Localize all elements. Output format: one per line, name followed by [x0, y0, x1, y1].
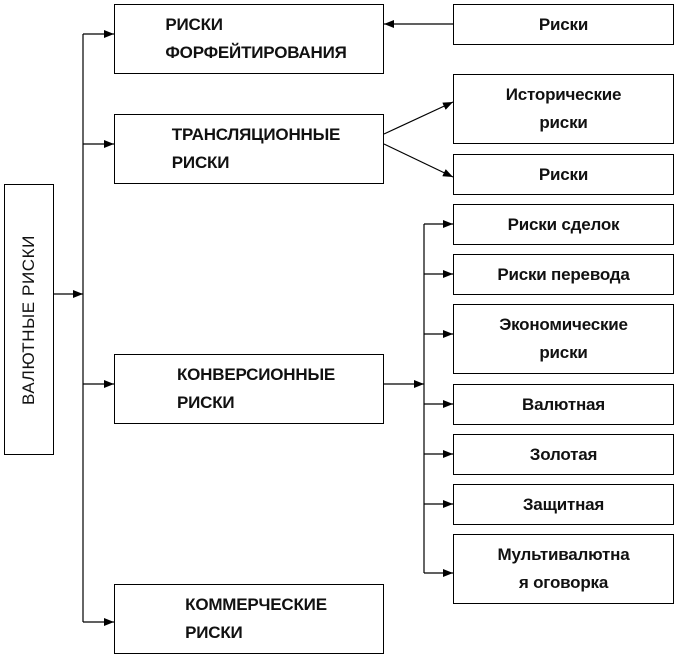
- leaf-label: Исторические риски: [505, 85, 622, 132]
- root-label: ВАЛЮТНЫЕ РИСКИ: [19, 234, 38, 405]
- arrow-to-historic-risks: [383, 101, 454, 135]
- arrow-to-translation-risks: [383, 143, 454, 178]
- leaf-forfeiting-risks: Риски: [453, 4, 674, 45]
- leaf-label: Защитная: [522, 494, 605, 514]
- leaf-label: Риски перевода: [497, 264, 630, 284]
- leaf-label: Золотая: [529, 444, 598, 464]
- leaf-translation-risks: Риски: [453, 154, 674, 195]
- leaf-gold: Золотая: [453, 434, 674, 475]
- leaf-multicurrency-clause: Мультивалютна я оговорка: [453, 534, 674, 604]
- leaf-deal-risks: Риски сделок: [453, 204, 674, 245]
- leaf-currency: Валютная: [453, 384, 674, 425]
- leaf-label: Мультивалютна я оговорка: [497, 545, 630, 592]
- leaf-label: Риски сделок: [507, 214, 620, 234]
- root-node: ВАЛЮТНЫЕ РИСКИ: [4, 184, 54, 455]
- leaf-label: Валютная: [522, 394, 605, 414]
- category-label: РИСКИ ФОРФЕЙТИРОВАНИЯ: [165, 15, 347, 62]
- category-commercial: КОММЕРЧЕСКИЕ РИСКИ: [114, 584, 384, 654]
- leaf-protective: Защитная: [453, 484, 674, 525]
- leaf-economic-risks: Экономические риски: [453, 304, 674, 374]
- leaf-historic-risks: Исторические риски: [453, 74, 674, 144]
- category-translation: ТРАНСЛЯЦИОННЫЕ РИСКИ: [114, 114, 384, 184]
- leaf-transfer-risks: Риски перевода: [453, 254, 674, 295]
- category-conversion: КОНВЕРСИОННЫЕ РИСКИ: [114, 354, 384, 424]
- leaf-label: Экономические риски: [499, 315, 628, 362]
- category-label: КОММЕРЧЕСКИЕ РИСКИ: [185, 595, 327, 642]
- category-forfeiting: РИСКИ ФОРФЕЙТИРОВАНИЯ: [114, 4, 384, 74]
- category-label: КОНВЕРСИОННЫЕ РИСКИ: [176, 365, 336, 412]
- category-label: ТРАНСЛЯЦИОННЫЕ РИСКИ: [171, 125, 341, 172]
- leaf-label: Риски: [538, 14, 589, 34]
- leaf-label: Риски: [538, 164, 589, 184]
